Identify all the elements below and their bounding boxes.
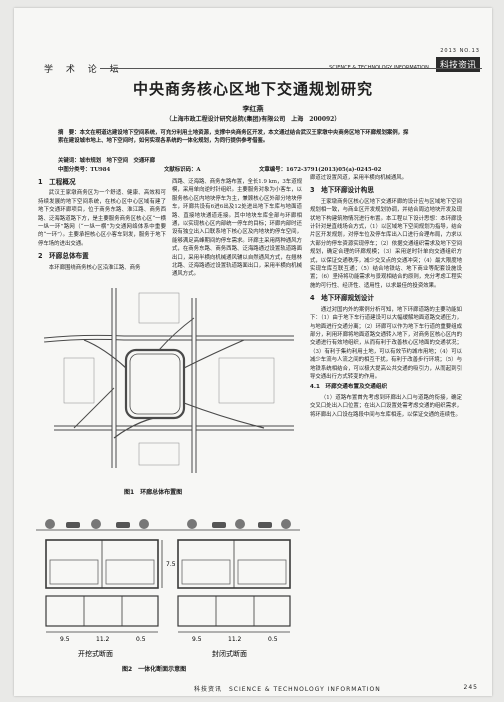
section-3-text: 王家墩商务区核心区地下交通环廊的设计应与区域地下空间规划相一致，与商业区开发规划… [310,198,462,289]
figure-1-loop-plan [44,288,294,473]
column-label: 学 术 论 坛 [44,65,124,75]
author: 李红燕 [242,104,264,113]
ramp-n [158,317,195,351]
abstract-line-1: 摘 要：本文在明道达建设地下空间系统，可充分利用土地资源，支撑中央商务区开发，本… [58,130,409,136]
paper-title: 中央商务核心区地下交通规划研究 [132,80,373,98]
dim-right-3: 0.5 [268,636,278,643]
journal-name-cn: 科技资讯 [435,57,480,72]
figure-2-cross-sections: 7.5 9.5 11.2 0.5 9.5 11.2 0.5 开挖式断面 封闭式断… [36,519,300,658]
loop-corridor [124,348,186,420]
clc-number: 中图分类号：TU984 [58,167,111,173]
dim-left-3: 0.5 [136,636,146,643]
dim-left-1: 9.5 [60,636,70,643]
abstract: 摘 要：本文在明道达建设地下空间系统，可充分利用土地资源，支撑中央商务区开发，本… [58,129,453,146]
ramp-se [183,402,265,429]
section-2-heading: 2 环廊总体布置 [38,252,89,261]
page-number: 245 [463,684,478,691]
issue-number: 2013 NO.13 [440,48,480,54]
document-code: 文献标识码：A [164,167,201,173]
left-section-label: 开挖式断面 [78,649,113,658]
column-2-text: 西路、泛海路、商务东路布置，全长1.9 km，3车道规模，采用单向逆时针组织。主… [172,179,302,278]
ramp-w [73,387,115,429]
left-lower-box [45,595,159,627]
footer-journal: 科技资讯 SCIENCE & TECHNOLOGY INFORMATION [194,686,381,693]
column-3: 廊道过设置风道，采用半横向机械通风。 3 地下环廊设计构思 王家墩商务区核心区地… [310,174,462,674]
ramp-nw [83,339,127,369]
dim-right-2: 11.2 [228,636,242,643]
figure-1-caption: 图1 环廊总体布置图 [124,489,183,496]
section-3-heading: 3 地下环廊设计构思 [310,186,374,195]
dim-top: 7.5 [166,561,176,568]
section-4-1-text: （1）道路布置首先考虑到环廊出入口与道路的衔接，确定交叉口处出入口位置；在出入口… [310,394,462,418]
header-rule [100,68,482,69]
column-1: 1 工程概况 武汉王家墩商务区为一个舒适、健康、高效和可持续发展的地下空间系统，… [38,174,166,272]
article-id: 文章编号：1672-3791(2013)05(a)-0245-02 [259,167,382,173]
section-1-heading: 1 工程概况 [38,178,76,186]
ramp-sw [113,417,155,439]
right-lower-box [177,595,291,627]
keywords: 关键词：城市规划 地下空间 交通环廊 [58,158,156,164]
section-4-text: 通过对国内外的案例分析可知，地下环廊道路的主要功能如下：（1）由于地下车行道建设… [310,306,462,380]
section-1-text: 武汉王家墩商务区为一个舒适、健康、高效和可持续发展的地下空间系统，在核心区中心区… [38,190,166,247]
column-2: 西路、泛海路、商务东路布置，全长1.9 km，3车道规模，采用单向逆时针组织。主… [172,178,302,278]
section-2-text: 本环廊围绕商务核心区沿淮江路、商务 [48,264,141,271]
section-4-1-heading: 4.1 环廊交通布置及交通组织 [310,384,388,391]
footer: 科技资讯 SCIENCE & TECHNOLOGY INFORMATION 24… [194,684,478,693]
dim-left-2: 11.2 [96,636,110,643]
right-section-label: 封闭式断面 [212,649,247,658]
journal-header: 2013 NO.13 SCIENCE & TECHNOLOGY INFORMAT… [329,48,480,73]
dim-right-1: 9.5 [192,636,202,643]
section-4-heading: 4 地下环廊规划设计 [310,294,374,303]
column-3-lead: 廊道过设置风道，采用半横向机械通风。 [310,175,408,181]
tree-icons [45,519,291,529]
ramp-ne [183,339,245,369]
car-icons [66,522,272,528]
affiliation: （上海市政工程设计研究总院(集团)有限公司 上海 200092） [165,116,341,123]
figure-2-caption: 图2 一体化断面示意图 [122,666,187,673]
journal-page: 学 术 论 坛 2013 NO.13 SCIENCE & TECHNOLOGY … [14,8,492,696]
abstract-line-2: 索在建设城市地上、地下空间时，如何实现各系统的一体化规划，为同行提供参考借鉴。 [58,138,269,145]
